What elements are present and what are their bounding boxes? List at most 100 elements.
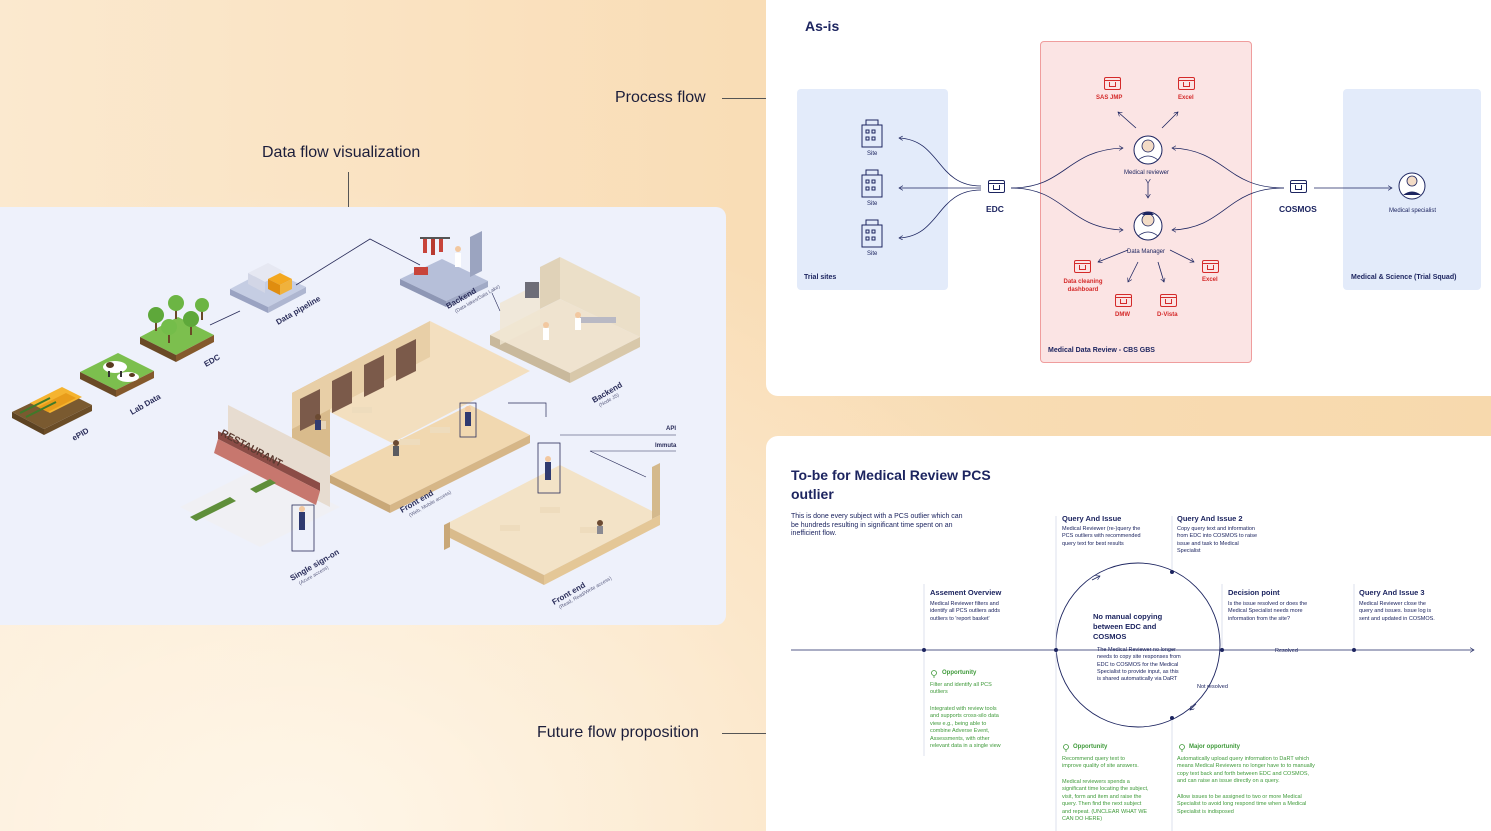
process-flow-connector bbox=[722, 98, 766, 99]
step-decision-title: Decision point bbox=[1228, 588, 1280, 597]
cosmos-node[interactable] bbox=[1284, 180, 1312, 198]
loop-circle bbox=[1056, 563, 1220, 727]
sas-jmp-node[interactable] bbox=[1098, 77, 1126, 95]
edc-to-site3 bbox=[899, 190, 981, 238]
asis-connections bbox=[766, 0, 1491, 396]
medical-specialist-label: Medical specialist bbox=[1389, 208, 1436, 214]
cosmos-window-icon bbox=[1290, 180, 1307, 193]
epid-label: ePID bbox=[71, 426, 91, 443]
excel-top-label: Excel bbox=[1178, 95, 1194, 101]
excel-bottom-window-icon bbox=[1202, 260, 1219, 273]
data-cleaning-window-icon bbox=[1074, 260, 1091, 273]
lab-data-tile bbox=[80, 353, 154, 397]
site-building-icon-3 bbox=[862, 220, 882, 247]
opportunity-1-desc-a: Filter and identify all PCS outliers bbox=[930, 682, 1000, 697]
site-building-icon-2 bbox=[862, 170, 882, 197]
data-flow-connector bbox=[348, 172, 349, 207]
not-resolved-label: Not resolved bbox=[1197, 684, 1228, 690]
dot-decision bbox=[1220, 648, 1224, 652]
opportunity-3-title: Major opportunity bbox=[1189, 744, 1240, 750]
backend-arrow bbox=[492, 293, 500, 311]
epid-tile bbox=[12, 387, 92, 435]
edc-label: EDC bbox=[203, 352, 222, 368]
site-label-3: Site bbox=[867, 251, 877, 257]
center-title: No manual copying between EDC and COSMOS bbox=[1093, 612, 1183, 642]
opportunity-1-title: Opportunity bbox=[942, 670, 976, 676]
reviewer-to-sas bbox=[1118, 112, 1136, 128]
step-decision-desc: Is the issue resolved or does the Medica… bbox=[1228, 601, 1308, 623]
dvista-label: D-Vista bbox=[1157, 312, 1178, 318]
dot-loop-bottom bbox=[1170, 716, 1174, 720]
sas-jmp-label: SAS JMP bbox=[1096, 95, 1122, 101]
edc-to-reviewer bbox=[1011, 148, 1123, 188]
sas-jmp-window-icon bbox=[1104, 77, 1121, 90]
manager-to-dmw bbox=[1128, 262, 1138, 282]
future-flow-connector bbox=[722, 733, 766, 734]
opportunity-2-title: Opportunity bbox=[1073, 744, 1107, 750]
step-assessment-title: Assement Overview bbox=[930, 588, 1001, 597]
cosmos-to-manager bbox=[1172, 188, 1284, 230]
asis-card: As-is Trial sites Medical Data Review - … bbox=[766, 0, 1491, 396]
manager-to-excel bbox=[1170, 250, 1194, 262]
edc-label: EDC bbox=[986, 204, 1004, 214]
lightbulb-icon bbox=[932, 671, 937, 679]
reviewer-to-excel bbox=[1162, 112, 1178, 128]
site-label-1: Site bbox=[867, 151, 877, 157]
edc-window-icon bbox=[988, 180, 1005, 193]
step-query1-title: Query And Issue bbox=[1062, 514, 1121, 523]
opportunity-2-desc-a: Recommend query text to improve quality … bbox=[1062, 756, 1142, 771]
dmw-window-icon bbox=[1115, 294, 1132, 307]
data-flow-label: Data flow visualization bbox=[262, 144, 420, 162]
dmw-node[interactable] bbox=[1109, 294, 1137, 312]
excel-bottom-label: Excel bbox=[1202, 277, 1218, 283]
opportunity-2-desc-b: Medical reviewers spends a significant t… bbox=[1062, 779, 1150, 823]
cosmos-label: COSMOS bbox=[1279, 204, 1317, 214]
edc-tile bbox=[140, 295, 214, 362]
dot-assessment bbox=[922, 648, 926, 652]
excel-bottom-node[interactable] bbox=[1196, 260, 1224, 278]
excel-top-node[interactable] bbox=[1172, 77, 1200, 95]
step-query2-title: Query And Issue 2 bbox=[1177, 514, 1243, 523]
dot-query3 bbox=[1352, 648, 1356, 652]
edc-to-site1 bbox=[899, 138, 981, 186]
loop-arrow-bottom bbox=[1190, 704, 1196, 710]
immuta-arrow bbox=[590, 451, 676, 477]
data-manager-avatar bbox=[1134, 212, 1162, 241]
opportunity-3-desc-a: Automatically upload query information t… bbox=[1177, 756, 1315, 786]
opportunity-1-desc-b: Integrated with review tools and support… bbox=[930, 706, 1006, 750]
lightbulb-icon bbox=[1064, 745, 1069, 753]
future-flow-label: Future flow proposition bbox=[537, 724, 699, 742]
step-query2-desc: Copy query text and information from EDC… bbox=[1177, 526, 1259, 556]
edc-to-manager bbox=[1011, 188, 1123, 230]
tobe-card: To-be for Medical Review PCS outlier Thi… bbox=[766, 436, 1491, 831]
cosmos-to-reviewer bbox=[1172, 148, 1284, 188]
data-manager-label: Data Manager bbox=[1127, 249, 1165, 255]
pipeline-arrow bbox=[296, 239, 420, 285]
data-pipeline-tile bbox=[230, 263, 306, 313]
medical-reviewer-avatar bbox=[1134, 136, 1162, 164]
excel-window-icon bbox=[1178, 77, 1195, 90]
step-query1-desc: Medical Reviewer (re-)query the PCS outl… bbox=[1062, 526, 1144, 548]
medical-reviewer-label: Medical reviewer bbox=[1124, 170, 1169, 176]
lab-data-label: Lab Data bbox=[129, 392, 163, 417]
dmw-label: DMW bbox=[1115, 312, 1130, 318]
resolved-label: Resolved bbox=[1275, 648, 1298, 654]
manager-to-dashboard bbox=[1098, 250, 1128, 262]
center-desc: The Medical Reviewer no longer needs to … bbox=[1097, 647, 1181, 683]
dot-query2 bbox=[1170, 570, 1174, 574]
step-query3-title: Query And Issue 3 bbox=[1359, 588, 1425, 597]
opportunity-3-desc-b: Allow issues to be assigned to two or mo… bbox=[1177, 794, 1315, 816]
api-label: API bbox=[666, 426, 676, 432]
step-assessment-desc: Medical Reviewer filters and identify al… bbox=[930, 601, 1008, 623]
edc-arrow bbox=[210, 311, 240, 325]
data-cleaning-node[interactable] bbox=[1068, 260, 1096, 278]
site-building-icon-1 bbox=[862, 120, 882, 147]
medical-specialist-avatar bbox=[1399, 173, 1425, 199]
edc-node[interactable] bbox=[982, 180, 1010, 198]
step-query3-desc: Medical Reviewer close the query and iss… bbox=[1359, 601, 1437, 623]
data-cleaning-label: Data cleaning dashboard bbox=[1059, 278, 1107, 294]
dvista-node[interactable] bbox=[1154, 294, 1182, 312]
site-label-2: Site bbox=[867, 201, 877, 207]
manager-to-dvista bbox=[1158, 262, 1164, 282]
process-flow-label: Process flow bbox=[615, 89, 706, 107]
